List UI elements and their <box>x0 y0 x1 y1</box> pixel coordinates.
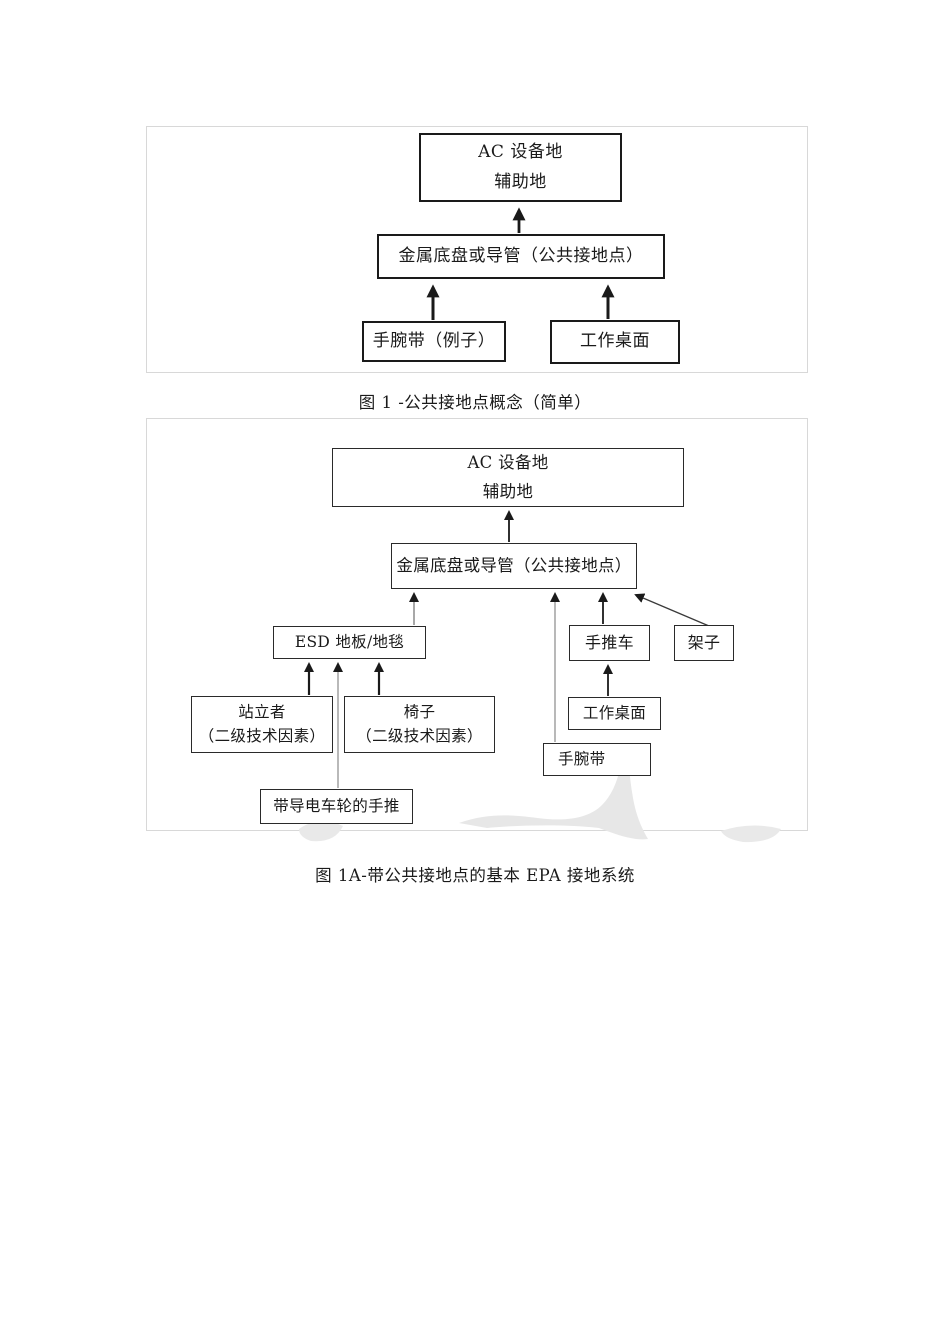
node-wrist-strap-fig2: 手腕带 <box>543 743 651 776</box>
node-work-surface-fig2: 工作桌面 <box>568 697 661 730</box>
node-label: AC 设备地 <box>467 452 549 472</box>
node-label: 辅助地 <box>482 481 534 501</box>
figure1-panel: AC 设备地 辅助地 金属底盘或导管（公共接地点） 手腕带（例子） 工作桌面 <box>146 126 808 373</box>
figure1-connectors <box>426 207 615 320</box>
node-label: 工作桌面 <box>582 703 647 722</box>
node-label: 站立者 <box>238 703 286 722</box>
node-label: 金属底盘或导管（公共接地点） <box>396 555 632 575</box>
node-metal-chassis-fig1: 金属底盘或导管（公共接地点） <box>377 234 665 279</box>
watermark-swoosh <box>459 749 648 840</box>
node-label: （二级技术因素） <box>356 726 483 745</box>
node-work-surface-fig1: 工作桌面 <box>550 320 680 364</box>
node-wrist-strap-fig1: 手腕带（例子） <box>362 321 506 362</box>
node-shelf: 架子 <box>674 625 734 661</box>
figure1-caption: 图 1 -公共接地点概念（简单） <box>358 393 592 412</box>
node-label: （二级技术因素） <box>198 726 326 745</box>
node-standing-person: 站立者 （二级技术因素） <box>191 696 333 753</box>
node-label: 金属底盘或导管（公共接地点） <box>398 245 644 266</box>
node-metal-chassis-fig2: 金属底盘或导管（公共接地点） <box>391 543 637 589</box>
node-label: 椅子 <box>403 703 436 722</box>
figure2-caption: 图 1A-带公共接地点的基本 EPA 接地系统 <box>315 866 635 885</box>
node-ac-equipment-ground-fig2: AC 设备地 辅助地 <box>332 448 684 507</box>
node-conductive-wheel-cart: 带导电车轮的手推 <box>260 789 413 824</box>
node-label: 架子 <box>687 633 721 652</box>
arrow-shelf-to-chassis <box>634 593 710 627</box>
node-label: 工作桌面 <box>580 331 650 352</box>
node-cart: 手推车 <box>569 625 650 661</box>
figure2-connectors <box>304 510 710 788</box>
node-label: 辅助地 <box>494 171 547 192</box>
node-label: 手腕带（例子） <box>372 330 496 351</box>
node-chair: 椅子 （二级技术因素） <box>344 696 495 753</box>
node-ac-equipment-ground-fig1: AC 设备地 辅助地 <box>419 133 622 202</box>
node-label: ESD 地板/地毯 <box>294 632 405 651</box>
watermark-blob-right <box>721 825 781 843</box>
node-label: AC 设备地 <box>478 142 563 163</box>
figure2-panel: AC 设备地 辅助地 金属底盘或导管（公共接地点） ESD 地板/地毯 手推车 … <box>146 418 808 843</box>
node-label: 手推车 <box>585 633 634 652</box>
watermark-blob-left <box>299 821 343 842</box>
node-label: 手腕带 <box>558 749 606 768</box>
node-label: 带导电车轮的手推 <box>273 796 400 815</box>
node-esd-floor-mat: ESD 地板/地毯 <box>273 626 426 659</box>
watermark-graphic <box>299 749 781 843</box>
